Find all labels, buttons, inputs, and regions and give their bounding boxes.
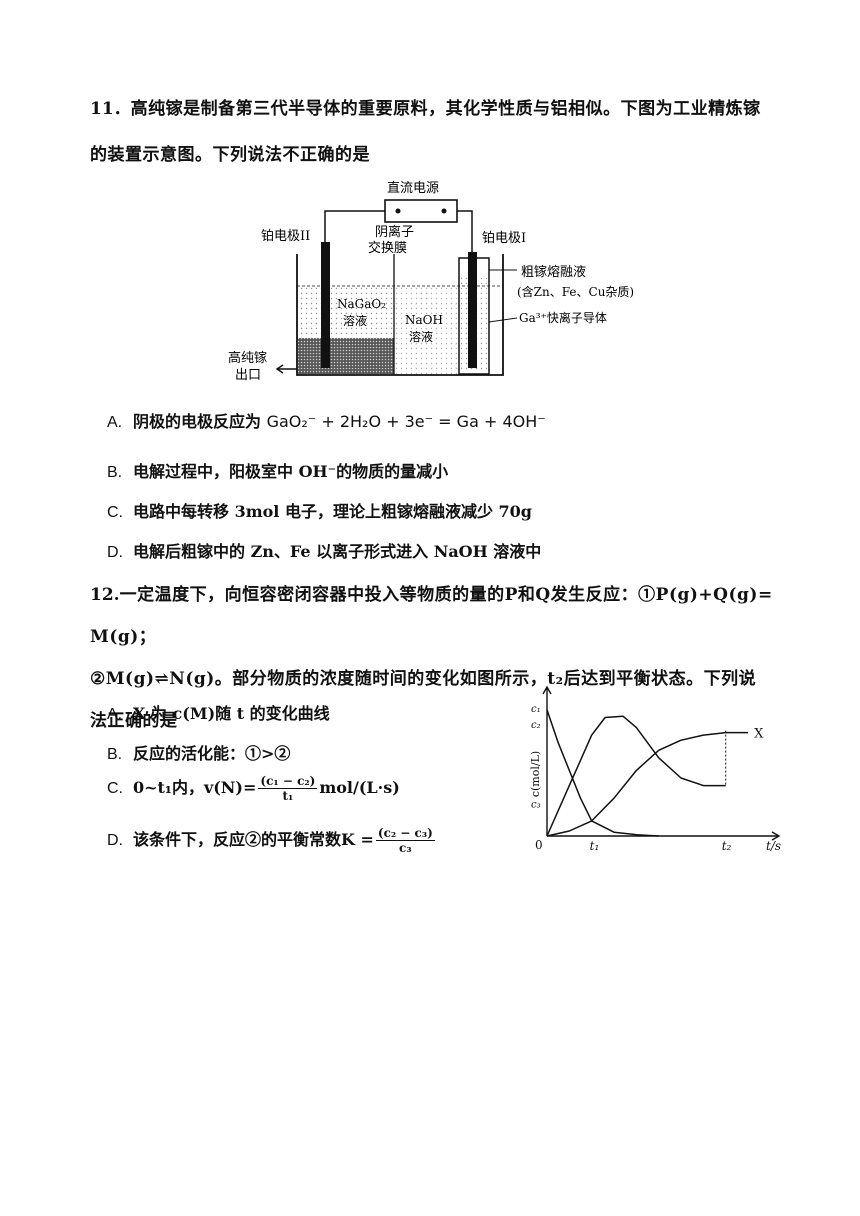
platinum-electrode-2	[321, 242, 330, 368]
high-purity-gallium-layer	[298, 338, 394, 374]
q12-option-a-text: X 为 c(M)随 t 的变化曲线	[133, 704, 330, 723]
q12-option-a-label: A.	[107, 706, 123, 723]
q11-stem-line2: 的装置示意图。下列说法不正确的是	[90, 145, 370, 165]
q11-option-b-label: B.	[107, 464, 123, 481]
q11-option-d-label: D.	[107, 544, 123, 561]
q11-option-a: A. 阴极的电极反应为 GaO₂⁻ + 2H₂O + 3e⁻ = Ga + 4OH…	[107, 408, 546, 432]
chart-label-group: 0 t₁ t₂ t/s c₁ c₂ c₃ c(mol/L) X	[529, 704, 781, 853]
q12-stem-line3: 法正确的是	[90, 711, 178, 731]
y-tick-c3: c₃	[531, 800, 541, 811]
y-axis-label: c(mol/L)	[529, 751, 542, 797]
q11-option-b: B. 电解过程中，阳极室中 OH⁻的物质的量减小	[107, 458, 448, 482]
series-line-3	[546, 731, 749, 837]
left-electrode-label: 铂电极II	[261, 228, 310, 244]
membrane-label-line1: 阴离子	[375, 224, 414, 240]
q11-option-c-text: 电路中每转移 3mol 电子，理论上粗镓熔融液减少 70g	[133, 502, 532, 521]
q11-option-a-text: 阴极的电极反应为	[133, 412, 262, 431]
x-axis-arrow	[771, 831, 781, 841]
q12-option-c-numerator: (c₁ − c₂)	[258, 774, 318, 789]
outlet-arrow	[275, 364, 284, 374]
membrane-label-line2: 交换膜	[368, 240, 407, 256]
q11-option-b-text: 电解过程中，阳极室中 OH⁻的物质的量减小	[133, 462, 449, 481]
power-terminal-left	[395, 208, 401, 214]
q12-option-c-fraction: (c₁ − c₂)t₁	[258, 774, 318, 803]
dc-power-label: 直流电源	[387, 181, 439, 196]
wire-right	[457, 210, 473, 252]
naoh-label-2: 溶液	[409, 329, 433, 344]
q12-option-b-label: B.	[107, 746, 123, 763]
left-solution-area	[298, 286, 394, 338]
x-tick-t1: t₁	[590, 839, 600, 853]
naoh-solution-area	[395, 286, 459, 374]
q12-option-b-text: 反应的活化能：①>②	[133, 744, 291, 763]
tank-outline	[296, 254, 504, 376]
q12-stem: 12.一定温度下，向恒容密闭容器中投入等物质的量的P和Q发生反应：①P(g)+Q…	[90, 574, 800, 742]
q12-option-d-numerator: (c₂ − c₃)	[375, 826, 435, 841]
outlet-label-1: 高纯镓	[228, 350, 267, 366]
series-line-2	[546, 715, 726, 837]
y-tick-c2: c₂	[531, 720, 541, 731]
y-axis-arrow	[542, 685, 552, 695]
series-line-1	[546, 709, 659, 837]
platinum-electrode-1	[468, 252, 477, 368]
q11-stem-line1: 高纯镓是制备第三代半导体的重要原料，其化学性质与铝相似。下图为工业精炼镓	[130, 99, 761, 119]
q12-option-b: B. 反应的活化能：①>②	[107, 740, 290, 764]
left-solution-label-2: 溶液	[343, 313, 367, 328]
conductor-pointer	[488, 317, 518, 323]
crude-melt-label: 粗镓熔融液	[521, 265, 586, 280]
outlet-label-2: 出口	[235, 368, 261, 383]
q12-option-d-fraction: (c₂ − c₃)c₃	[375, 826, 435, 855]
q11-option-a-equation: GaO₂⁻ + 2H₂O + 3e⁻ = Ga + 4OH⁻	[266, 412, 546, 431]
electrolysis-diagram: 直流电源 铂电极II 阴离子 交换膜 铂电极I 粗镓熔融液 (含Zn、Fe、Cu…	[228, 181, 634, 383]
wire-left	[324, 210, 385, 242]
x-tick-t2: t₂	[722, 839, 732, 853]
power-terminal-right	[441, 208, 447, 214]
chart-axes	[542, 685, 781, 841]
origin-label: 0	[535, 838, 543, 852]
left-solution-label-1: NaGaO₂	[337, 297, 386, 311]
q12-option-a: A. X 为 c(M)随 t 的变化曲线	[107, 700, 330, 724]
y-tick-c1: c₁	[531, 704, 541, 715]
chart-series-group	[546, 709, 749, 837]
q11-option-c: C. 电路中每转移 3mol 电子，理论上粗镓熔融液减少 70g	[107, 498, 532, 522]
q12-option-c-label: C.	[107, 780, 123, 797]
q11-option-c-label: C.	[107, 504, 123, 521]
q12-option-c-text-pre: 0~t₁内，v(N)=	[133, 778, 257, 797]
q11-option-d-text: 电解后粗镓中的 Zn、Fe 以离子形式进入 NaOH 溶液中	[133, 542, 542, 561]
conductor-label: Ga³⁺快离子导体	[519, 310, 607, 325]
naoh-label-1: NaOH	[405, 313, 443, 327]
right-electrode-label: 铂电极I	[482, 230, 526, 246]
q12-option-d-denominator: c₃	[399, 841, 412, 855]
q11-stem: 11．高纯镓是制备第三代半导体的重要原料，其化学性质与铝相似。下图为工业精炼镓 …	[90, 88, 800, 176]
concentration-time-chart: 0 t₁ t₂ t/s c₁ c₂ c₃ c(mol/L) X	[529, 685, 781, 853]
q12-stem-line2: ②M(g)⇌N(g)。部分物质的浓度随时间的变化如图所示，t₂后达到平衡状态。下…	[90, 669, 757, 689]
x-axis-label: t/s	[766, 839, 781, 853]
q11-option-a-label: A.	[107, 414, 123, 431]
q12-option-c-denominator: t₁	[282, 789, 294, 803]
series-x-label: X	[754, 727, 764, 742]
q11-number: 11．	[90, 99, 131, 119]
q12-option-d-text-pre: 该条件下，反应②的平衡常数K =	[133, 830, 374, 849]
q12-option-d-label: D.	[107, 832, 123, 849]
q12-number: 12.	[90, 585, 120, 605]
crude-impurity-label: (含Zn、Fe、Cu杂质)	[517, 284, 634, 299]
q11-option-d: D. 电解后粗镓中的 Zn、Fe 以离子形式进入 NaOH 溶液中	[107, 538, 541, 562]
q12-stem-line1: 一定温度下，向恒容密闭容器中投入等物质的量的P和Q发生反应：①P(g)+Q(g)…	[90, 585, 773, 647]
q12-option-c-text-post: mol/(L·s)	[319, 778, 400, 797]
q12-option-d: D. 该条件下，反应②的平衡常数K =(c₂ − c₃)c₃	[107, 826, 437, 855]
